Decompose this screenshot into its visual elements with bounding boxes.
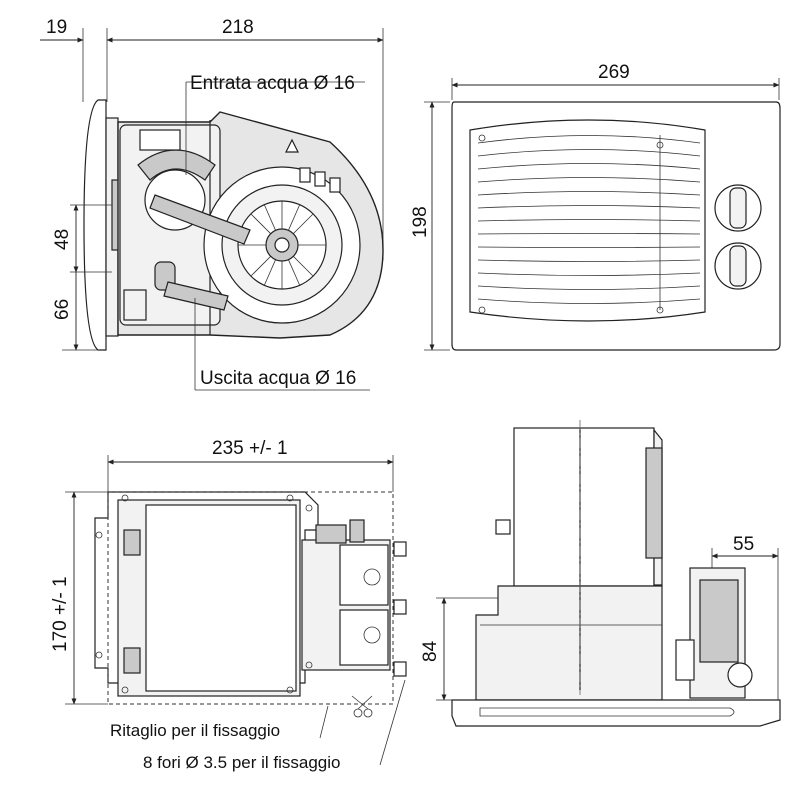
front-view: 269 198 (410, 62, 781, 351)
water-inlet-label: Entrata acqua Ø 16 (190, 73, 355, 94)
water-outlet-label: Uscita acqua Ø 16 (200, 368, 356, 389)
dim-19-label: 19 (46, 17, 67, 38)
dim-269-label: 269 (598, 62, 630, 83)
dimension-269: 269 (451, 62, 780, 88)
dim-170-label: 170 +/- 1 (50, 576, 71, 652)
dimension-198: 198 (410, 101, 435, 351)
dimension-48: 48 (52, 204, 112, 273)
cutout-label: Ritaglio per il fissaggio (110, 721, 280, 740)
control-knob-lower (714, 242, 762, 290)
dimension-170: 170 +/- 1 (50, 491, 77, 705)
side-view: 19 218 (40, 17, 384, 391)
dimension-19: 19 (40, 17, 130, 43)
holes-label: 8 fori Ø 3.5 per il fissaggio (143, 753, 340, 772)
dim-198-label: 198 (410, 206, 431, 238)
scissors-icon (351, 695, 373, 718)
dim-235-label: 235 +/- 1 (212, 438, 288, 459)
cutout-view: 235 +/- 1 170 +/- 1 (50, 438, 407, 772)
dim-55-label: 55 (733, 534, 754, 555)
dim-48-label: 48 (52, 229, 73, 250)
dimension-66: 66 (52, 272, 100, 351)
dim-84-label: 84 (420, 640, 441, 662)
dimension-55: 55 (711, 534, 779, 559)
grille (477, 134, 701, 314)
fan-wheel (237, 200, 327, 290)
dimension-218: 218 (106, 17, 384, 43)
dimension-235: 235 +/- 1 (107, 438, 394, 465)
bottom-side-view: 84 55 (420, 420, 781, 727)
control-knob-upper (714, 184, 762, 232)
dim-66-label: 66 (52, 299, 73, 320)
dimension-84: 84 (420, 597, 447, 701)
dim-218-label: 218 (222, 17, 254, 38)
